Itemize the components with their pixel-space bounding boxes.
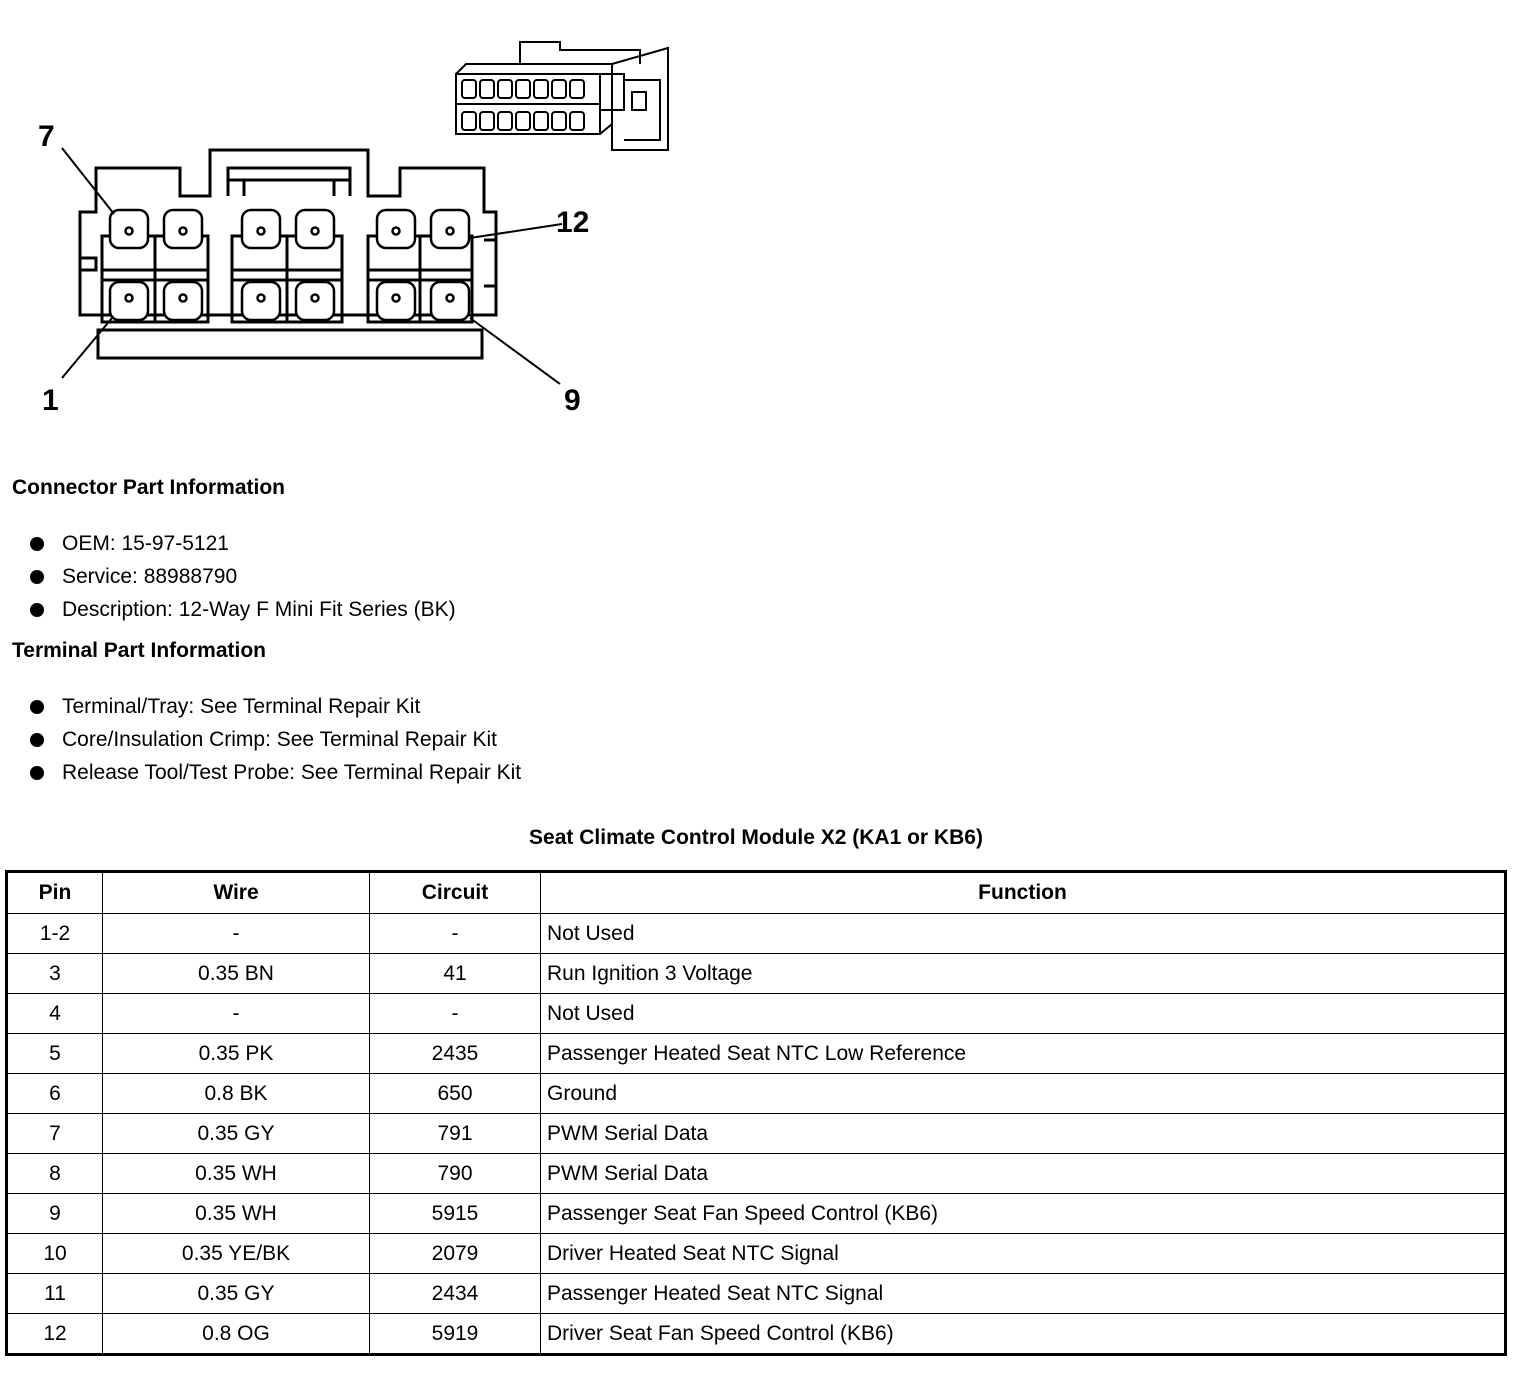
list-item: Terminal/Tray: See Terminal Repair Kit bbox=[28, 690, 521, 723]
column-header-function: Function bbox=[540, 871, 1506, 914]
function-cell: Driver Heated Seat NTC Signal bbox=[540, 1233, 1506, 1274]
wire-cell: 0.35 BN bbox=[102, 953, 370, 994]
pin-label-1: 1 bbox=[42, 384, 59, 417]
function-cell: Run Ignition 3 Voltage bbox=[540, 953, 1506, 994]
column-header-wire: Wire bbox=[102, 871, 370, 914]
circuit-cell: 791 bbox=[369, 1113, 541, 1154]
table-header-row: Pin Wire Circuit Function bbox=[6, 871, 1506, 914]
table-row: 1-2--Not Used bbox=[6, 913, 1506, 954]
pin-cell: 1-2 bbox=[6, 913, 103, 954]
circuit-cell: 5915 bbox=[369, 1193, 541, 1234]
wire-cell: 0.35 YE/BK bbox=[102, 1233, 370, 1274]
connector-part-info-list: OEM: 15-97-5121 Service: 88988790 Descri… bbox=[28, 527, 456, 626]
function-cell: PWM Serial Data bbox=[540, 1153, 1506, 1194]
pin-cell: 6 bbox=[6, 1073, 103, 1114]
connector-latch bbox=[226, 166, 352, 196]
wire-cell: - bbox=[102, 993, 370, 1034]
function-cell: Passenger Heated Seat NTC Signal bbox=[540, 1273, 1506, 1314]
function-cell: Passenger Seat Fan Speed Control (KB6) bbox=[540, 1193, 1506, 1234]
wire-cell: 0.8 OG bbox=[102, 1313, 370, 1355]
circuit-cell: - bbox=[369, 993, 541, 1034]
list-item: OEM: 15-97-5121 bbox=[28, 527, 456, 560]
wire-cell: 0.35 WH bbox=[102, 1193, 370, 1234]
circuit-cell: - bbox=[369, 913, 541, 954]
wire-cell: 0.35 GY bbox=[102, 1273, 370, 1314]
pin-cell: 11 bbox=[6, 1273, 103, 1314]
circuit-cell: 790 bbox=[369, 1153, 541, 1194]
circuit-cell: 2434 bbox=[369, 1273, 541, 1314]
column-header-pin: Pin bbox=[6, 871, 103, 914]
circuit-cell: 5919 bbox=[369, 1313, 541, 1355]
table-row: 4--Not Used bbox=[6, 993, 1506, 1034]
function-cell: PWM Serial Data bbox=[540, 1113, 1506, 1154]
pin-label-12: 12 bbox=[556, 206, 590, 239]
wire-cell: 0.35 WH bbox=[102, 1153, 370, 1194]
terminal-part-info-heading: Terminal Part Information bbox=[12, 639, 266, 662]
connector-housing bbox=[78, 148, 498, 317]
pin-cell: 9 bbox=[6, 1193, 103, 1234]
pin-label-9: 9 bbox=[564, 384, 581, 417]
connector-isometric-view bbox=[455, 41, 669, 151]
terminal-part-info-list: Terminal/Tray: See Terminal Repair Kit C… bbox=[28, 690, 521, 789]
cavity-block-right bbox=[366, 234, 474, 324]
wire-cell: 0.35 GY bbox=[102, 1113, 370, 1154]
pin-cell: 8 bbox=[6, 1153, 103, 1194]
function-cell: Not Used bbox=[540, 913, 1506, 954]
list-item: Service: 88988790 bbox=[28, 560, 456, 593]
pin-cell: 12 bbox=[6, 1313, 103, 1355]
circuit-cell: 2079 bbox=[369, 1233, 541, 1274]
function-cell: Not Used bbox=[540, 993, 1506, 1034]
table-title: Seat Climate Control Module X2 (KA1 or K… bbox=[529, 826, 983, 849]
pin-cell: 7 bbox=[6, 1113, 103, 1154]
terminal-top-row bbox=[108, 208, 471, 250]
cavity-block-left bbox=[100, 234, 210, 324]
terminal-bottom-row bbox=[108, 280, 471, 322]
cavity-block-middle bbox=[230, 234, 344, 324]
wire-cell: 0.8 BK bbox=[102, 1073, 370, 1114]
connector-diagram bbox=[61, 41, 669, 385]
list-item: Release Tool/Test Probe: See Terminal Re… bbox=[28, 756, 521, 789]
pin-cell: 5 bbox=[6, 1033, 103, 1074]
connector-bottom-rail bbox=[96, 328, 484, 360]
pin-cell: 4 bbox=[6, 993, 103, 1034]
column-header-circuit: Circuit bbox=[369, 871, 541, 914]
pin-label-7: 7 bbox=[38, 120, 55, 153]
circuit-cell: 41 bbox=[369, 953, 541, 994]
function-cell: Ground bbox=[540, 1073, 1506, 1114]
pin-cell: 10 bbox=[6, 1233, 103, 1274]
function-cell: Passenger Heated Seat NTC Low Reference bbox=[540, 1033, 1506, 1074]
function-cell: Driver Seat Fan Speed Control (KB6) bbox=[540, 1313, 1506, 1355]
circuit-cell: 650 bbox=[369, 1073, 541, 1114]
pin-cell: 3 bbox=[6, 953, 103, 994]
list-item: Core/Insulation Crimp: See Terminal Repa… bbox=[28, 723, 521, 756]
circuit-cell: 2435 bbox=[369, 1033, 541, 1074]
pin-leader-lines bbox=[61, 147, 563, 385]
connector-part-info-heading: Connector Part Information bbox=[12, 476, 286, 499]
wire-cell: 0.35 PK bbox=[102, 1033, 370, 1074]
list-item: Description: 12-Way F Mini Fit Series (B… bbox=[28, 593, 456, 626]
wire-cell: - bbox=[102, 913, 370, 954]
